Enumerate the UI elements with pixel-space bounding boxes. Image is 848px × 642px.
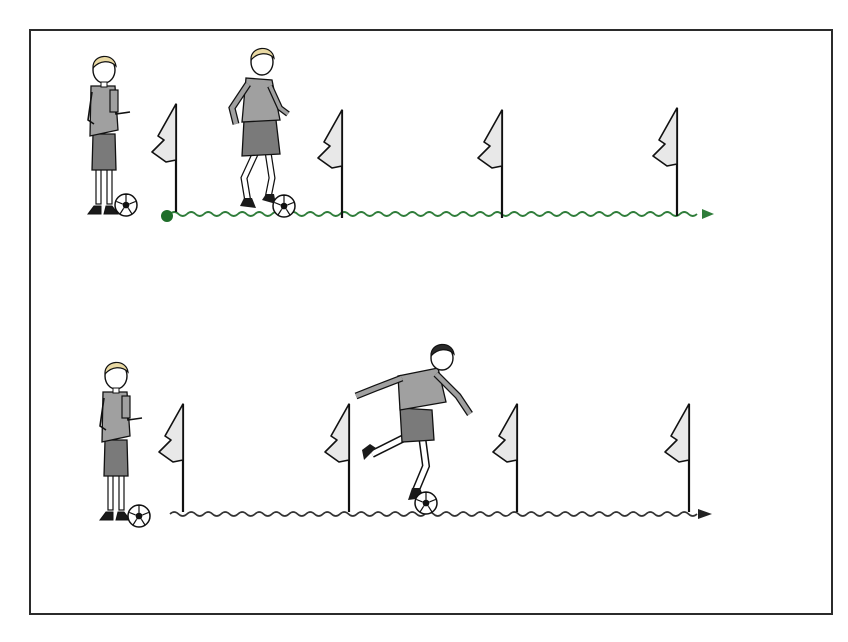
soccer-ball-icon (128, 505, 150, 527)
soccer-ball-icon (415, 492, 437, 514)
soccer-ball-icon (273, 195, 295, 217)
soccer-ball-icon (115, 194, 137, 216)
start-marker (161, 210, 173, 222)
diagram-frame (30, 30, 832, 614)
